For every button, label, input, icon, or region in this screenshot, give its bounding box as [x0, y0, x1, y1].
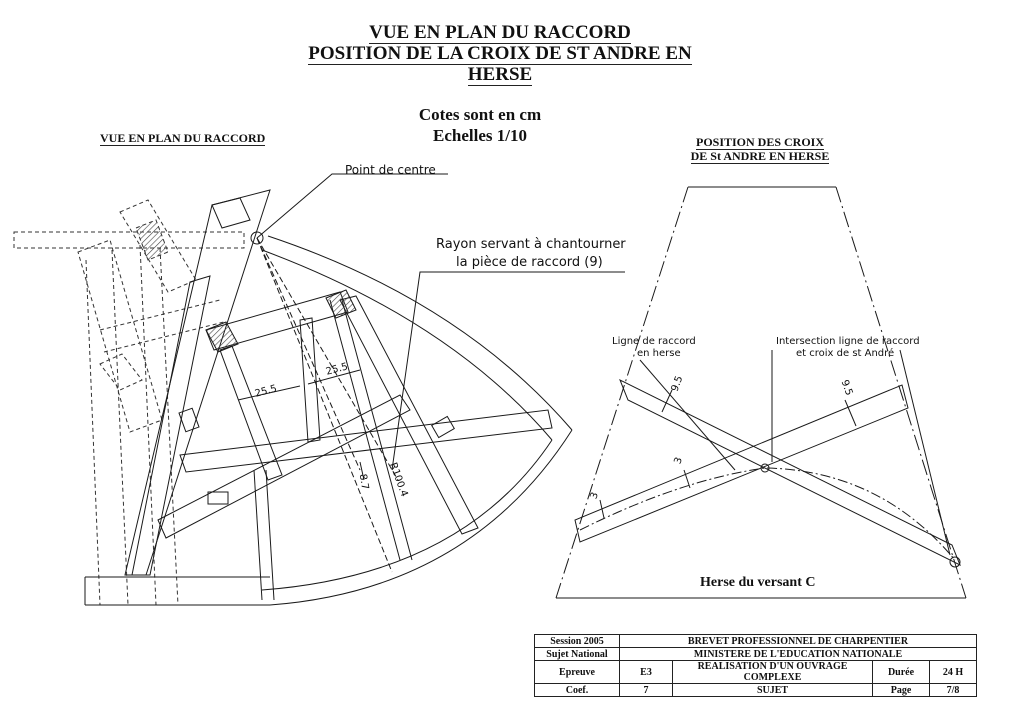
duree-value-cell: 24 H [929, 660, 977, 684]
ministere-cell: MINISTERE DE L'EDUCATION NATIONALE [619, 647, 977, 661]
epreuve-label-cell: Epreuve [534, 660, 620, 684]
dashed-ghost-pieces [13, 199, 245, 606]
cotes-text: Cotes sont en cm [418, 105, 542, 124]
point-de-centre-label: Point de centre [345, 163, 436, 177]
rayon-label-line-2: la pièce de raccord (9) [456, 255, 603, 270]
rayon-label-line-1: Rayon servant à chantourner [436, 237, 626, 252]
sujet-cell: SUJET [672, 683, 873, 697]
left-view-heading: VUE EN PLAN DU RACCORD [100, 131, 266, 146]
title-block-table: Session 2005 BREVET PROFESSIONNEL DE CHA… [534, 634, 977, 697]
brevet-cell: BREVET PROFESSIONNEL DE CHARPENTIER [619, 634, 977, 648]
ligne-raccord-label-1: Ligne de raccord [612, 336, 696, 347]
units-scale-note: Cotes sont en cm Echelles 1/10 [380, 104, 580, 146]
title-line-3: HERSE [467, 64, 533, 86]
ligne-raccord-label-2: en herse [637, 348, 681, 359]
echelles-text: Echelles 1/10 [433, 126, 527, 145]
sujet-national-cell: Sujet National [534, 647, 620, 661]
epreuve-value-cell: E3 [619, 660, 673, 684]
coef-label-cell: Coef. [534, 683, 620, 697]
title-line-1: VUE EN PLAN DU RACCORD [369, 22, 631, 44]
title-line-2: POSITION DE LA CROIX DE ST ANDRE EN [308, 43, 692, 65]
main-title: VUE EN PLAN DU RACCORD POSITION DE LA CR… [0, 22, 1000, 86]
right-herse-view [555, 186, 967, 599]
left-plan-view [13, 173, 625, 606]
page-label-cell: Page [872, 683, 930, 697]
intersection-label-1: Intersection ligne de raccord [776, 336, 920, 347]
session-cell: Session 2005 [534, 634, 620, 648]
coef-value-cell: 7 [619, 683, 673, 697]
right-view-heading: POSITION DES CROIX DE St ANDRE EN HERSE [690, 135, 830, 164]
intersection-label-2: et croix de st André [796, 348, 895, 359]
realisation-cell: REALISATION D'UN OUVRAGE COMPLEXE [672, 660, 873, 684]
page-value-cell: 7/8 [929, 683, 977, 697]
herse-caption: Herse du versant C [700, 575, 816, 590]
duree-label-cell: Durée [872, 660, 930, 684]
dimension-8-7: 8.7 [356, 473, 371, 491]
